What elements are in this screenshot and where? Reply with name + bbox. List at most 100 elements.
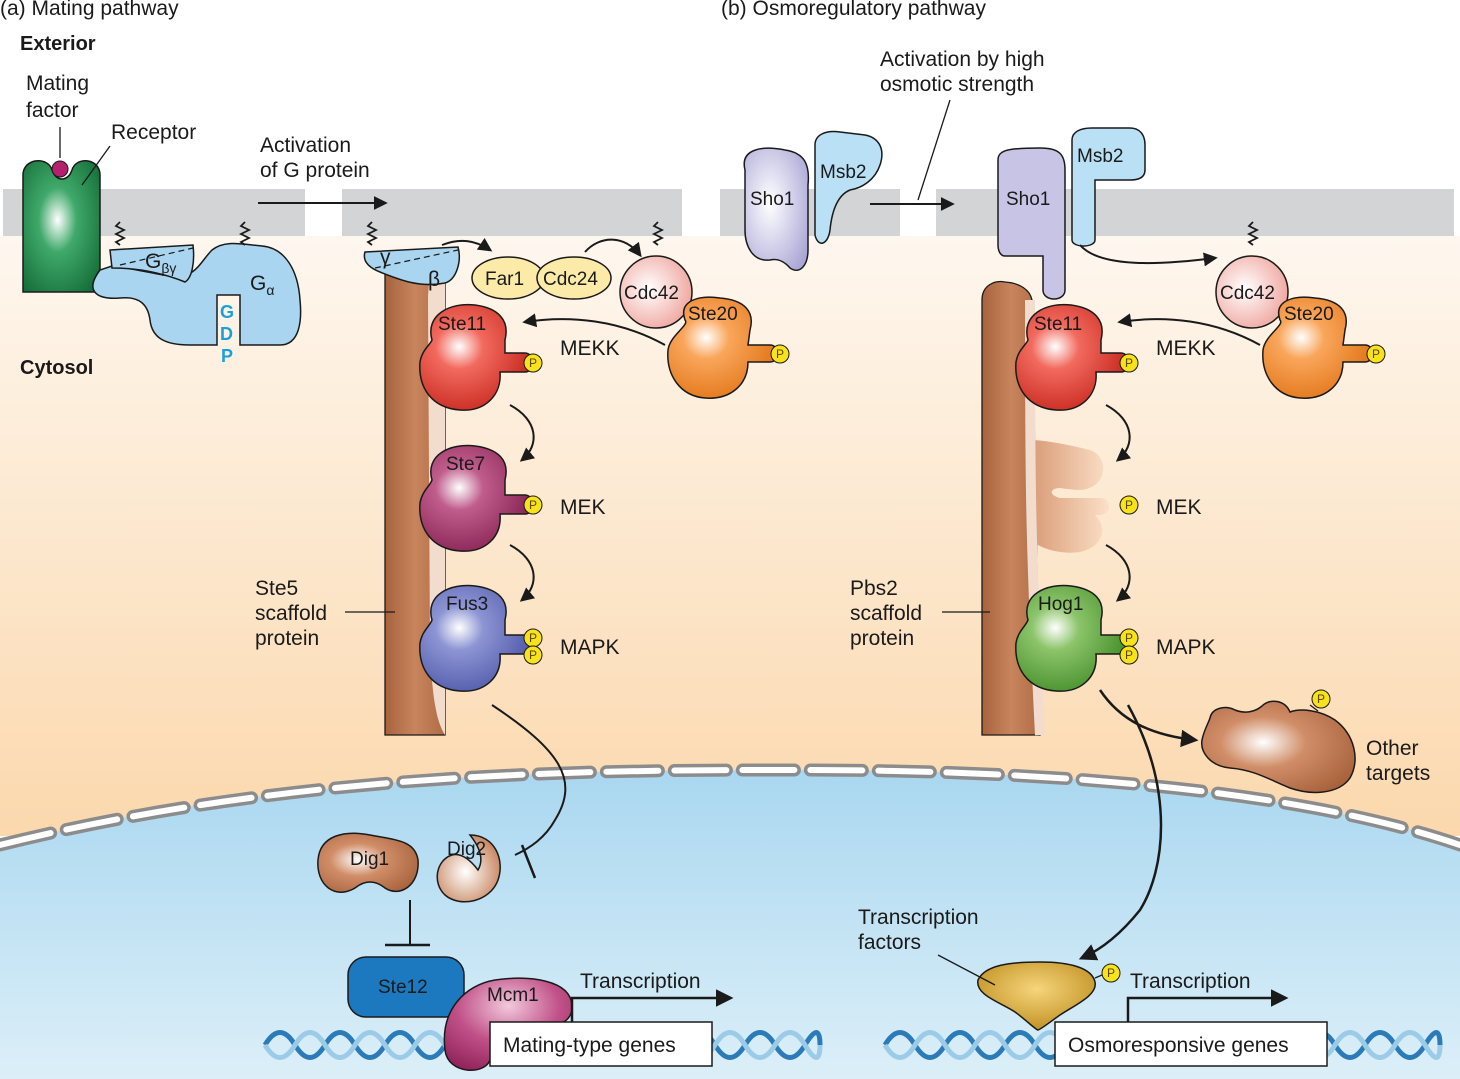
other-targets-label-2: targets [1366,762,1430,785]
other-targets-protein [1201,700,1356,794]
phospho-ste20-b [1366,344,1386,364]
activation-g-protein-label-2: of G protein [260,159,370,182]
activation-osmotic-label-2: osmotic strength [880,73,1034,96]
phospho-hog1-1-label: P [1125,631,1133,645]
g-beta-gamma-subunit [109,244,195,283]
sho1-after-label: Sho1 [1006,189,1050,210]
phospho-pbs2 [1119,495,1139,515]
g-alpha-label: Gα [250,272,274,298]
pbs2-label-3: protein [850,627,914,650]
dig2-label: Dig2 [447,839,486,860]
msb2-after-label: Msb2 [1077,146,1123,167]
phospho-pbs2-label: P [1125,498,1133,512]
ste20-b-label: Ste20 [1284,304,1334,325]
gamma-label: γ [380,246,391,269]
ste5-label-3: protein [255,627,319,650]
phospho-other-targets [1311,689,1331,709]
phospho-ste7-a-label: P [529,498,537,512]
g-beta-gamma-label: Gβγ [145,250,176,276]
cdc42-b-label: Cdc42 [1220,283,1275,304]
mating-factor-label-2: factor [26,99,79,122]
ste7-a-label: Ste7 [446,454,485,475]
phospho-transcription-factor [1101,963,1121,983]
cdc42-a-label: Cdc42 [624,283,679,304]
mating-type-genes-label: Mating-type genes [503,1034,676,1057]
ste12-label: Ste12 [378,977,428,998]
cytosol-label: Cytosol [20,357,93,379]
ste20-b [1262,296,1374,399]
ste11-b [1015,303,1130,411]
ste5-label-2: scaffold [255,602,327,625]
receptor [22,160,101,293]
phospho-ste11-b-label: P [1125,356,1133,370]
ste7-a [419,444,534,552]
gdp-d: D [220,324,233,344]
fus3-inhibits-dig2-line [491,704,567,856]
phospho-fus3-a-2 [523,645,543,665]
phospho-other-targets-label: P [1317,692,1325,706]
sho1-after [997,147,1066,300]
phospho-ste11-a-label: P [529,356,537,370]
phospho-ste20-a-label: P [776,347,784,361]
phospho-fus3-a-2-label: P [529,648,537,662]
ste11-a [419,303,534,411]
msb2-before [814,130,883,244]
phospho-ste7-a [523,495,543,515]
dig1 [317,832,419,893]
mekk-b-label: MEKK [1156,337,1216,360]
activation-g-protein-label: Activation [260,134,351,157]
msb2-before-label: Msb2 [820,162,866,183]
ste20-a-label: Ste20 [688,304,738,325]
cdc24-label: Cdc24 [543,269,598,290]
phospho-hog1-2-label: P [1125,648,1133,662]
exterior-label: Exterior [20,33,96,55]
panel-b-title: (b) Osmoregulatory pathway [721,0,986,20]
mekk-a-label: MEKK [560,337,620,360]
plasma-membrane [3,189,1454,236]
phospho-fus3-a-1-label: P [529,631,537,645]
mapk-b-label: MAPK [1156,636,1216,659]
hog1-label: Hog1 [1038,594,1083,615]
cdc24 [536,256,612,300]
transcription-factors-label: Transcription [858,906,979,929]
dig2 [436,834,501,903]
pbs2-mek-domain [1030,440,1109,553]
other-targets-label: Other [1366,737,1419,760]
phospho-hog1-2 [1119,645,1139,665]
mating-factor-label: Mating [26,72,89,95]
ste11-a-label: Ste11 [438,314,486,335]
osmoresponsive-genes-label: Osmoresponsive genes [1068,1034,1289,1057]
pbs2-label-2: scaffold [850,602,922,625]
ste20-a [667,296,779,399]
phospho-ste11-b [1119,353,1139,373]
gdp-p: P [221,346,233,366]
transcription-factor [977,961,1096,1031]
ste11-b-label: Ste11 [1034,314,1082,335]
mek-a-label: MEK [560,496,606,519]
sho1-before [743,147,810,271]
g-beta-gamma-bound [363,246,460,286]
beta-label: β [428,268,440,291]
msb2-after [1071,127,1146,247]
phospho-ste20-a [770,344,790,364]
mcm1-label: Mcm1 [487,985,539,1006]
pbs2-label: Pbs2 [850,577,898,600]
ste12 [347,956,465,1018]
mating-type-genes-box [489,1021,713,1067]
fus3-a-label: Fus3 [446,594,488,615]
transcription-factors-label-2: factors [858,931,921,954]
phospho-transcription-factor-label: P [1107,966,1115,980]
mapk-a-label: MAPK [560,636,620,659]
receptor-label: Receptor [111,121,196,144]
ste5-label: Ste5 [255,577,298,600]
activation-osmotic-label: Activation by high [880,48,1045,71]
gdp-g: G [220,302,234,322]
mek-b-label: MEK [1156,496,1202,519]
osmoresponsive-genes-box [1054,1021,1328,1067]
cdc42-a [619,255,693,329]
panel-a-title: (a) Mating pathway [0,0,179,20]
transcription-b-label: Transcription [1130,970,1251,993]
cdc42-b [1215,255,1289,329]
dig1-label: Dig1 [350,849,389,870]
